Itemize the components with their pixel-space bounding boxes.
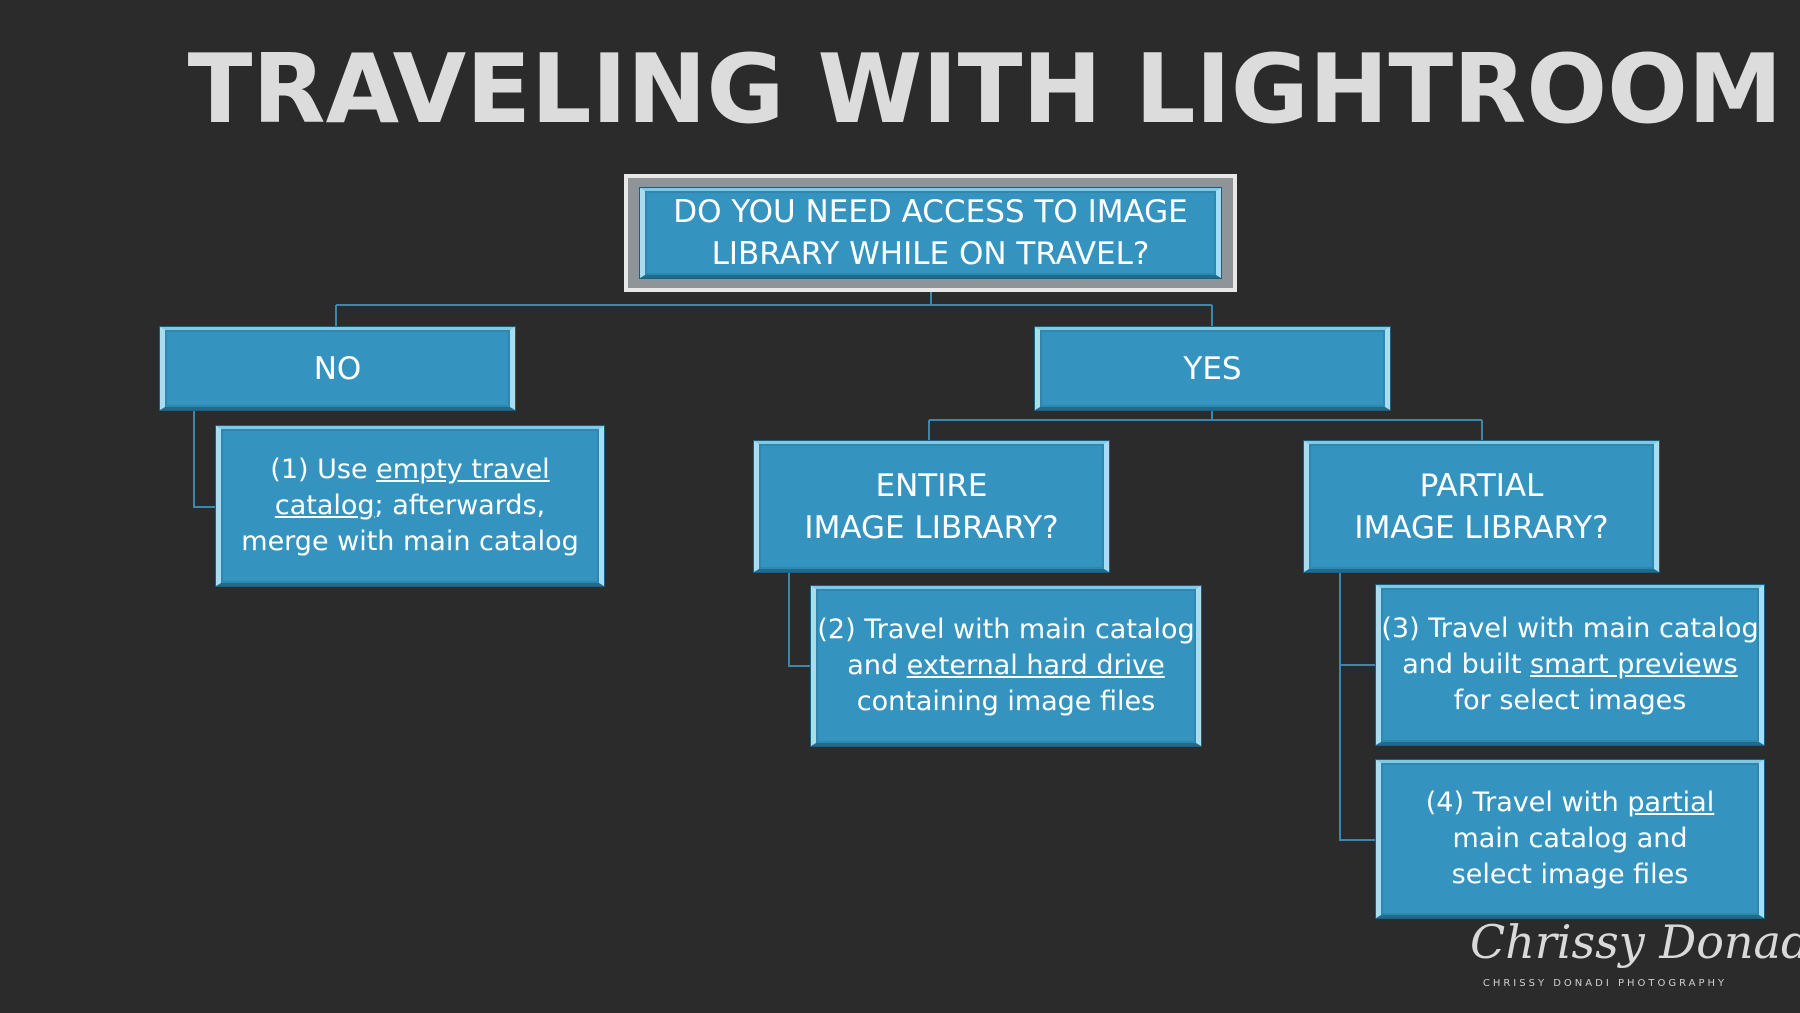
option2-text: (2) Travel with main catalog and externa… (817, 612, 1194, 720)
option3-link: smart previews (1530, 649, 1738, 680)
option1-link: empty travel catalog (274, 454, 550, 521)
option4-box: (4) Travel with partial main catalog and… (1376, 760, 1764, 918)
option3-text-before: (3) Travel with main catalog and built (1381, 613, 1759, 680)
connector-no-option1 (193, 410, 216, 508)
option2-box: (2) Travel with main catalog and externa… (811, 586, 1201, 746)
option4-link: partial (1627, 787, 1715, 818)
question-text: DO YOU NEED ACCESS TO IMAGE LIBRARY WHIL… (673, 194, 1188, 272)
page-title: TRAVELING WITH LIGHTROOM (187, 35, 1783, 145)
option1-box: (1) Use empty travel catalog; afterwards… (216, 426, 604, 586)
option3-text: (3) Travel with main catalog and built s… (1381, 611, 1758, 719)
option4-text-after: main catalog and select image files (1451, 823, 1689, 890)
entire-label: ENTIRE IMAGE LIBRARY? (804, 467, 1059, 546)
connector-entire-option2 (788, 572, 811, 667)
partial-box: PARTIAL IMAGE LIBRARY? (1304, 441, 1659, 572)
signature-script: Chrissy Donadi (1470, 915, 1800, 969)
option1-text: (1) Use empty travel catalog; afterwards… (241, 452, 578, 560)
option1-text-before: (1) Use (270, 454, 377, 485)
option4-text-before: (4) Travel with (1425, 787, 1628, 818)
signature-watermark: Chrissy Donadi CHRISSY DONADI PHOTOGRAPH… (1470, 912, 1800, 992)
connector-partial-option4 (1339, 572, 1376, 841)
option1-text-after: ; afterwards, merge with main catalog (241, 490, 579, 557)
yes-box: YES (1035, 327, 1390, 410)
option2-text-after: containing image files (856, 686, 1156, 717)
option2-text-before: (2) Travel with main catalog and (817, 614, 1195, 681)
partial-label: PARTIAL IMAGE LIBRARY? (1354, 467, 1609, 546)
signature-subtitle: CHRISSY DONADI PHOTOGRAPHY (1482, 978, 1728, 989)
question-box: DO YOU NEED ACCESS TO IMAGE LIBRARY WHIL… (640, 188, 1221, 278)
option4-text: (4) Travel with partial main catalog and… (1426, 785, 1714, 893)
option2-link: external hard drive (906, 650, 1165, 681)
option3-box: (3) Travel with main catalog and built s… (1376, 585, 1764, 745)
no-box: NO (160, 327, 515, 410)
yes-label: YES (1183, 350, 1242, 387)
no-label: NO (313, 350, 362, 387)
option3-text-after: for select images (1453, 685, 1687, 716)
entire-box: ENTIRE IMAGE LIBRARY? (754, 441, 1109, 572)
